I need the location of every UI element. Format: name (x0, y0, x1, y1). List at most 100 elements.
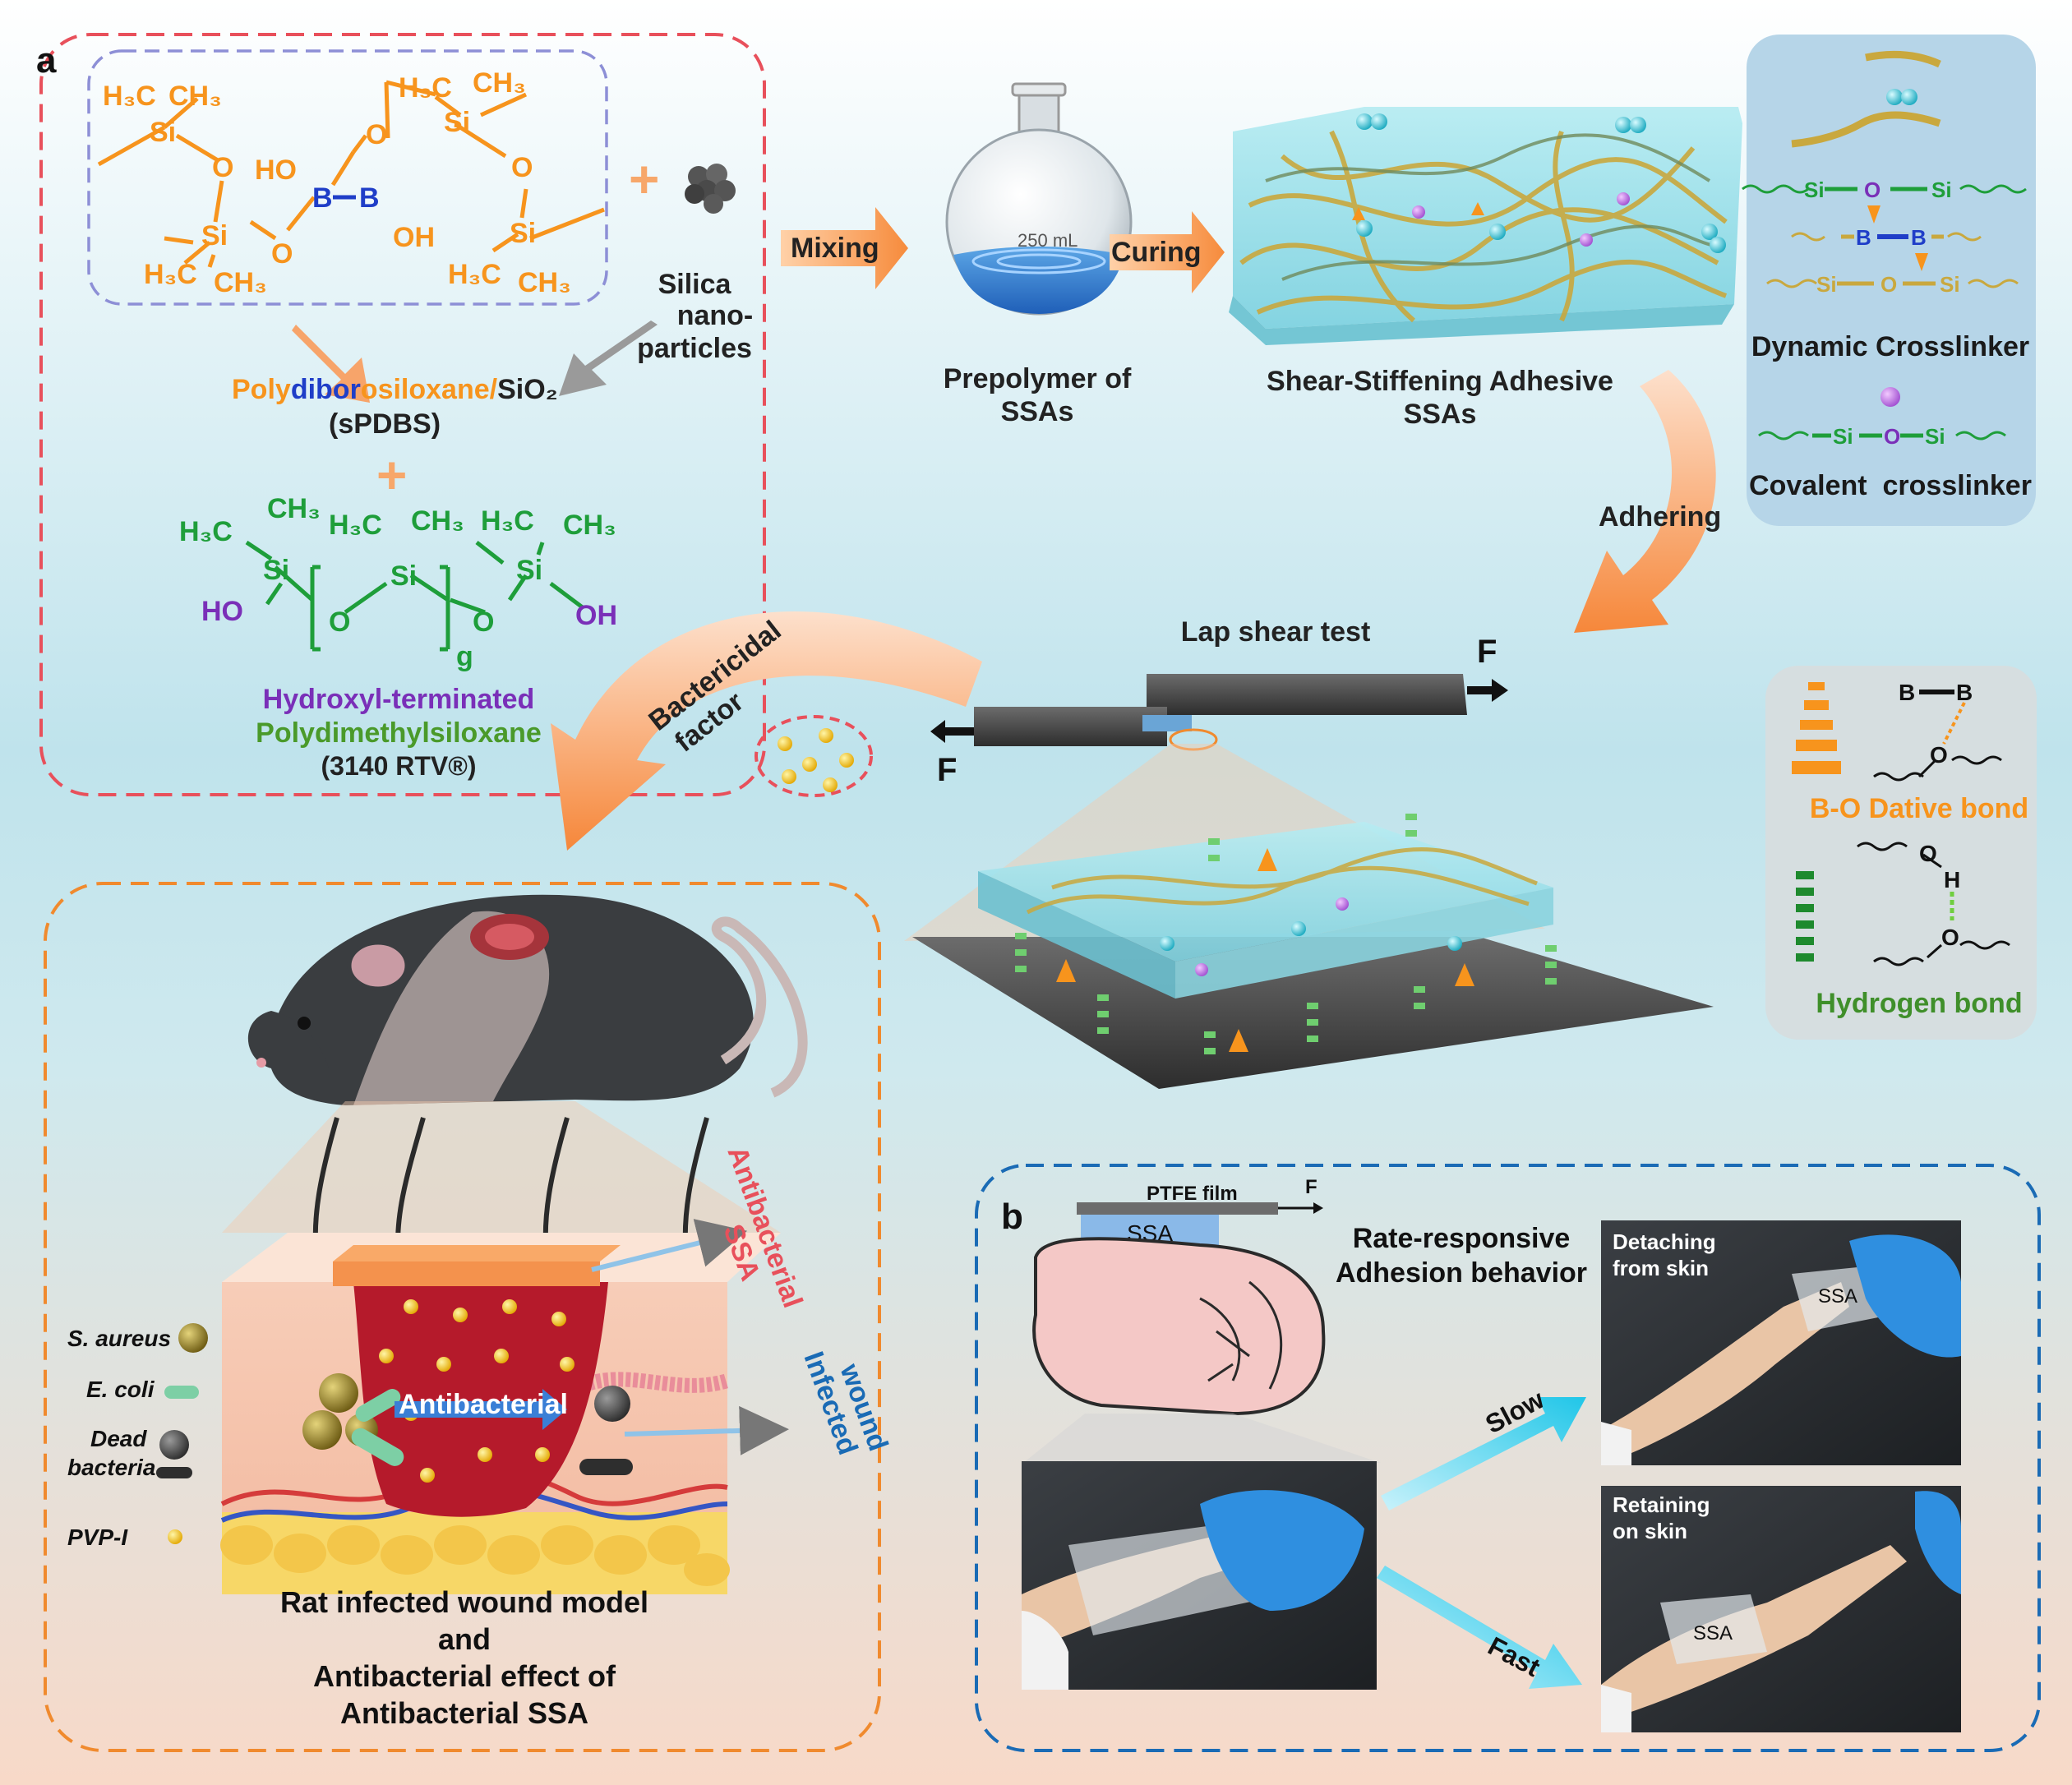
adhesive-interface-zoom (912, 814, 1714, 1089)
silica-label-line: nano- (677, 300, 754, 331)
atom-b: B (1899, 680, 1915, 705)
atom-o: O (1884, 424, 1900, 449)
atom-o: O (212, 152, 233, 183)
silica-label-line: particles (637, 333, 752, 364)
pdbs-bonds (97, 80, 605, 268)
hydrogen-bond-legend: O H O (1796, 841, 2010, 966)
atom-si: Si (444, 107, 470, 138)
dynamic-b-b: B B (1791, 225, 1982, 271)
panel-b-label: b (1001, 1197, 1023, 1237)
atom-ch3: CH₃ (518, 267, 571, 298)
atom-ch3: CH₃ (473, 67, 526, 99)
covalent-si-o-si: Si O Si (1758, 424, 2006, 449)
atom-si: Si (1816, 272, 1837, 297)
atom-o: O (366, 119, 387, 150)
photo-retaining-ssa: SSA (1693, 1622, 1733, 1644)
atom-si: Si (516, 555, 542, 586)
atom-o: O (1864, 178, 1880, 202)
atom-g: g (456, 641, 473, 672)
pdbs-atoms: H₃C CH₃ Si O HO B B OH Si H₃C CH₃ O O H₃… (103, 67, 571, 298)
atom-h3c: H₃C (481, 505, 534, 537)
atom-o: O (1880, 272, 1897, 297)
atom-h3c: H₃C (103, 81, 156, 112)
flask-icon: 250 mL (945, 82, 1133, 316)
lap-shear-title: Lap shear test (1181, 616, 1371, 648)
spdbs-name: Polydiborosiloxane/SiO₂ (232, 374, 558, 405)
spdbs-abbr: (sPDBS) (329, 408, 441, 440)
atom-oh: OH (575, 600, 617, 631)
adhering-label: Adhering (1599, 501, 1721, 533)
atom-h3c: H₃C (448, 259, 501, 290)
hand-photo-funnel (1023, 1414, 1381, 1463)
atom-ch3: CH₃ (168, 81, 222, 112)
atom-h3c: H₃C (399, 72, 452, 104)
wound-model-caption: Rat infected wound model and Antibacteri… (280, 1585, 648, 1730)
photo-detaching-ssa: SSA (1818, 1285, 1857, 1308)
force-label-b: F (1305, 1176, 1317, 1198)
adhering-arrow: Adhering (1574, 370, 1721, 633)
ssa-title: SSAs (1404, 399, 1477, 430)
force-label-top: F (1477, 634, 1497, 670)
legend-e-coli: E. coli (86, 1377, 155, 1402)
plus-sign: + (629, 150, 659, 209)
atom-o: O (473, 607, 494, 638)
dative-bond-legend: B B O (1792, 680, 2002, 782)
pdms-name-line3: (3140 RTV®) (321, 751, 477, 781)
atom-ho: HO (255, 155, 297, 186)
panel-a-label: a (36, 40, 57, 81)
silica-nanoparticles-icon (685, 164, 736, 214)
dynamic-si-o-si: Si O Si (1742, 178, 2027, 224)
pdms-name-line1: Hydroxyl-terminated (263, 684, 535, 715)
crosslinker-illustration (1791, 50, 1941, 148)
rate-responsive-label: Adhesion behavior (1336, 1257, 1587, 1289)
atom-si: Si (390, 560, 417, 592)
covalent-crosslinker-label: Covalent crosslinker (1749, 470, 2032, 501)
caption-line: Rat infected wound model (280, 1585, 648, 1619)
arrow-pdbs-down (292, 325, 370, 403)
reactants-box (39, 33, 766, 796)
atom-ho: HO (201, 596, 243, 627)
mixing-arrow: Mixing (781, 207, 908, 289)
photo-retaining (1601, 1486, 1961, 1732)
atom-b: B (1856, 225, 1871, 250)
photo-detaching (1601, 1220, 1961, 1465)
atom-oh: OH (393, 222, 435, 253)
dead-bacteria-icon (159, 1430, 189, 1460)
atom-si: Si (1925, 424, 1945, 449)
atom-h3c: H₃C (329, 510, 382, 541)
atom-si: Si (150, 117, 176, 148)
caption-line: Antibacterial SSA (340, 1696, 588, 1730)
skin-cross-section (220, 1233, 781, 1594)
atom-o: O (329, 607, 350, 638)
atom-b: B (359, 182, 380, 214)
ssa-block (1229, 107, 1742, 345)
legend-dead-bacteria: bacteria (67, 1455, 155, 1480)
fist-illustration (1032, 1237, 1326, 1416)
force-label-bottom: F (937, 752, 957, 788)
skin-zoom-funnel (222, 1101, 781, 1233)
caption-line: Antibacterial effect of (313, 1659, 616, 1693)
silica-label-line: Silica (658, 269, 732, 300)
pdms-bonds (245, 540, 585, 652)
atom-ch3: CH₃ (214, 267, 267, 298)
lap-shear-plates (930, 674, 1508, 751)
mixing-label: Mixing (791, 233, 879, 264)
crosslinker-panel (1747, 35, 2036, 526)
ptfe-film (1077, 1202, 1323, 1215)
pdms-name-line2: Polydimethylsiloxane (256, 717, 542, 749)
atom-b: B (1911, 225, 1927, 250)
atom-si: Si (1804, 178, 1825, 202)
hydrogen-bond-label: Hydrogen bond (1816, 988, 2022, 1019)
atom-si: Si (201, 220, 228, 251)
atom-h: H (1944, 867, 1960, 892)
atom-b: B (312, 182, 333, 214)
covalent-node-icon (1880, 387, 1900, 407)
photo-retaining-caption: Retaining (1613, 1492, 1710, 1517)
dead-rod-icon (156, 1467, 192, 1478)
atom-o: O (1941, 925, 1959, 950)
ssa-pointer (591, 1219, 748, 1272)
dynamic-crosslinker-label: Dynamic Crosslinker (1751, 331, 2029, 362)
atom-si: Si (1931, 178, 1952, 202)
arrow-silica-down (559, 321, 658, 396)
